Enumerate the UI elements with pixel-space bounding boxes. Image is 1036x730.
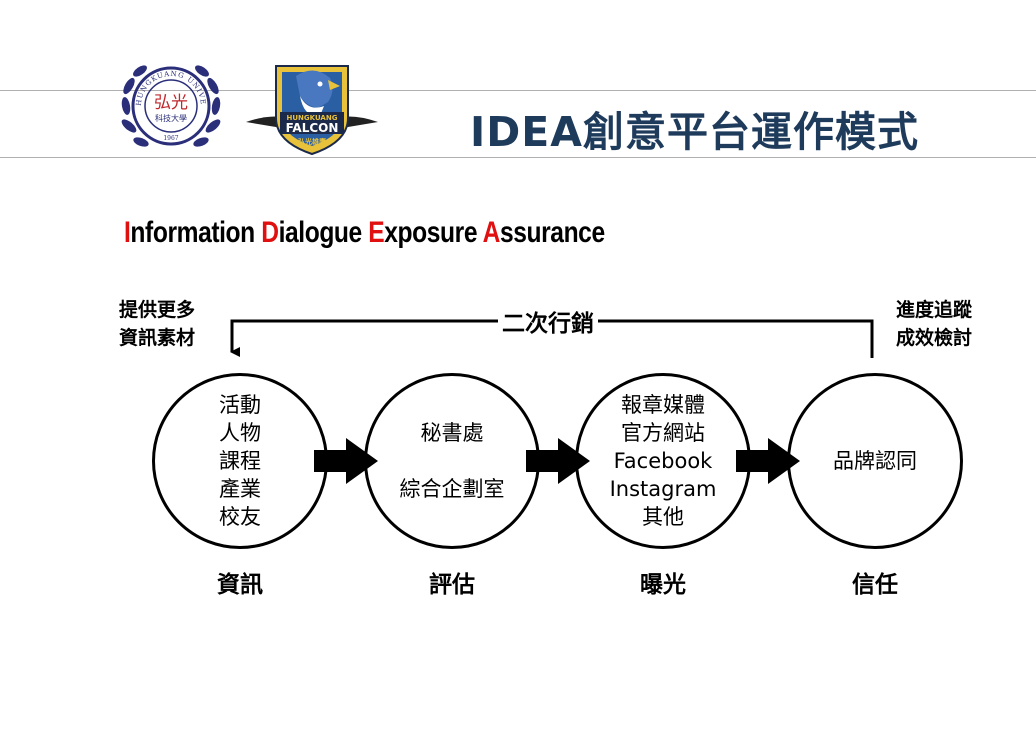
tagline-cap-e: E: [368, 216, 385, 249]
stage-circle-exposure: 報章媒體 官方網站 Facebook Instagram 其他: [575, 373, 751, 549]
stage-name-trust: 信任: [852, 572, 898, 598]
logo-year: 1967: [163, 135, 178, 142]
logo-falcon-line3: 弘光雄鷹: [298, 137, 326, 146]
stage-item: 活動: [219, 393, 261, 417]
header-rule-bottom: [0, 157, 1036, 158]
loop-note-left: 提供更多 資訊素材: [119, 296, 195, 352]
header-rule-top: [0, 90, 1036, 91]
tagline-word-assurance: ssurance: [499, 216, 605, 249]
loop-note-right-line: 成效檢討: [896, 327, 973, 349]
flow-arrow-2: [526, 438, 590, 484]
stage-item: 秘書處: [420, 421, 484, 445]
flow-arrow-1: [314, 438, 378, 484]
stage-name-exposure: 曝光: [640, 572, 686, 598]
tagline-cap-a: A: [482, 216, 501, 249]
flow-arrow-3: [736, 438, 800, 484]
tagline-cap-d: D: [261, 216, 279, 249]
stage-circle-evaluate: 秘書處 綜合企劃室: [364, 373, 540, 549]
stage-circle-trust: 品牌認同: [787, 373, 963, 549]
university-logo: HUNGKUANG UNIVERSITY 弘光 科技大學 1967: [116, 56, 226, 156]
loop-label: 二次行銷: [498, 304, 598, 338]
loop-note-right-line: 進度追蹤: [896, 299, 973, 321]
stage-name-evaluate: 評估: [429, 572, 475, 598]
loop-note-left-line: 提供更多: [119, 299, 196, 321]
stage-item: 報章媒體: [621, 393, 705, 417]
stage-item: 品牌認同: [833, 449, 917, 473]
stage-item: 其他: [642, 505, 684, 529]
stage-item: 課程: [219, 449, 261, 473]
logo-falcon-line1: HUNGKUANG: [287, 114, 338, 122]
stage-item: Facebook: [613, 449, 713, 473]
stage-item: 校友: [219, 505, 261, 529]
tagline-word-exposure: xposure: [384, 216, 483, 249]
tagline-word-dialogue: ialogue: [278, 216, 369, 249]
stage-item: Instagram: [609, 477, 717, 501]
logo-school-name: 弘光: [154, 93, 188, 113]
loop-note-left-line: 資訊素材: [119, 327, 196, 349]
stage-item: 產業: [219, 477, 261, 501]
tagline-cap-i: I: [124, 216, 131, 249]
stage-name-info: 資訊: [217, 572, 263, 598]
stage-item: 官方網站: [621, 421, 705, 445]
stage-circle-info: 活動 人物 課程 產業 校友: [152, 373, 328, 549]
loop-note-right: 進度追蹤 成效檢討: [896, 296, 972, 352]
stage-item: 綜合企劃室: [399, 477, 505, 501]
idea-tagline: Information Dialogue Exposure Assurance: [124, 216, 605, 250]
logo-falcon-line2: FALCON: [286, 121, 339, 135]
stage-item: 人物: [219, 421, 261, 445]
tagline-word-information: nformation: [130, 216, 262, 249]
falcon-logo: HUNGKUANG FALCON 弘光雄鷹: [244, 56, 380, 156]
page-title: IDEA創意平台運作模式: [470, 108, 920, 156]
logo-school-sub: 科技大學: [155, 113, 187, 123]
